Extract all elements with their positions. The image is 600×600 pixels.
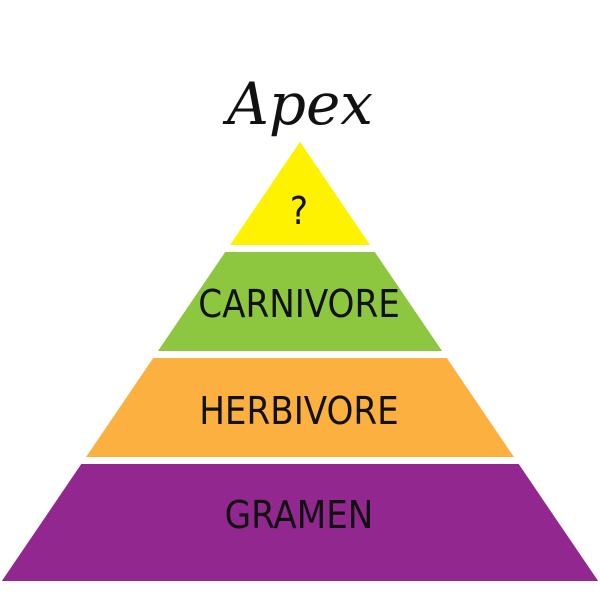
pyramid-labels: ? CARNIVORE HERBIVORE GRAMEN xyxy=(198,189,400,537)
tier-carnivore xyxy=(154,250,446,353)
tier-herbivore xyxy=(82,356,518,459)
tier-apex xyxy=(226,138,374,247)
tier-apex-label: ? xyxy=(290,189,308,233)
tier-gramen-label: GRAMEN xyxy=(225,493,374,537)
tier-carnivore-label: CARNIVORE xyxy=(198,282,400,326)
pyramid-title: Apex xyxy=(222,70,373,138)
tier-herbivore-label: HERBIVORE xyxy=(199,389,399,433)
tier-gramen xyxy=(0,462,600,583)
pyramid-tiers xyxy=(0,138,600,583)
